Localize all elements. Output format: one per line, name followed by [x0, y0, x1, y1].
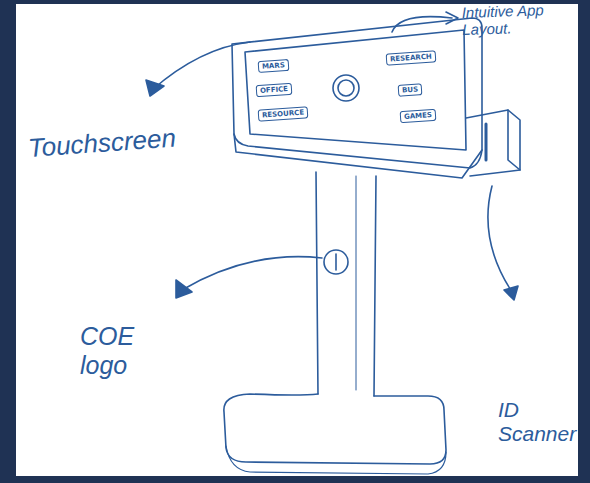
button-text: OFFICE	[260, 85, 289, 95]
annotation-label: COE logo	[80, 322, 160, 380]
pole-right	[374, 176, 376, 396]
card-slot	[485, 124, 488, 160]
annotation-label: ID Scanner	[498, 398, 586, 446]
id-scanner	[466, 110, 520, 176]
pole-left	[316, 172, 318, 394]
arrow-head	[176, 280, 192, 298]
button-text: RESOURCE	[262, 109, 305, 120]
coe-logo-mark	[335, 254, 337, 270]
button-text: GAMES	[404, 111, 432, 121]
app-logo	[333, 75, 359, 101]
paper	[16, 4, 578, 476]
app-logo-inner	[338, 80, 354, 96]
base-edge	[226, 446, 446, 474]
pole-shade	[356, 176, 357, 390]
id-scanner-edge	[508, 110, 520, 170]
arrow-head	[146, 80, 164, 96]
app-button: OFFICE	[256, 83, 293, 97]
leader-arrow	[392, 17, 452, 32]
touchscreen-panel	[245, 30, 466, 150]
leader-arrow	[488, 186, 512, 292]
leader-arrow	[152, 42, 250, 90]
app-button: MARS	[258, 59, 290, 73]
coe-logo-symbol	[324, 250, 348, 274]
app-button: GAMES	[400, 109, 437, 123]
arrow-head	[446, 12, 458, 24]
button-text: MARS	[262, 61, 285, 71]
kiosk-base	[224, 394, 446, 464]
screen-frame	[232, 18, 482, 168]
leader-arrow	[182, 257, 322, 290]
app-button: BUS	[398, 83, 423, 97]
screen-edge	[234, 134, 482, 178]
arrow-head	[504, 286, 518, 300]
button-text: BUS	[402, 85, 419, 94]
button-text: RESEARCH	[390, 53, 432, 64]
annotation-label: Intuitive App Layout.	[461, 0, 582, 39]
